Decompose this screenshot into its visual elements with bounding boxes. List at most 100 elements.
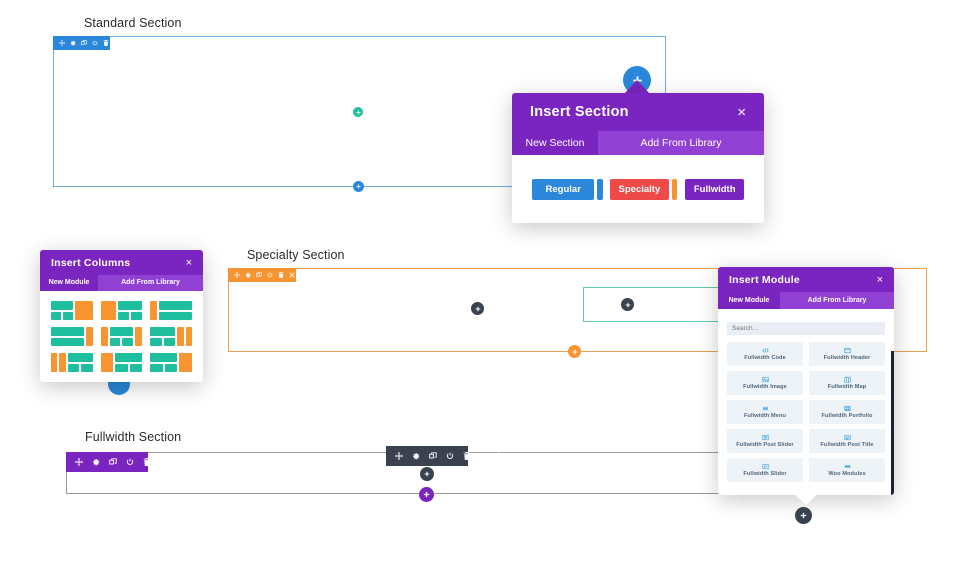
fullwidth-module-toolbar[interactable]	[386, 446, 500, 466]
column-layout-split-two-sides[interactable]	[150, 327, 192, 346]
power-icon[interactable]	[267, 272, 273, 278]
more-options-icon[interactable]	[497, 451, 500, 461]
power-icon[interactable]	[446, 452, 454, 460]
close-icon[interactable]: ×	[185, 256, 192, 269]
layout-column	[67, 353, 93, 372]
move-icon[interactable]	[75, 458, 83, 466]
module-card-fullwidth-code[interactable]: Fullwidth Code	[727, 342, 803, 366]
image-icon	[761, 376, 769, 383]
layout-block	[51, 311, 62, 320]
tab-add-from-library[interactable]: Add From Library	[640, 137, 722, 149]
layout-column	[158, 301, 192, 320]
gear-icon[interactable]	[70, 40, 76, 46]
regular-section-button[interactable]: Regular	[532, 178, 595, 200]
close-icon[interactable]: ×	[876, 273, 883, 286]
layout-block	[109, 337, 121, 346]
duplicate-icon[interactable]	[256, 272, 262, 278]
specialty-section-button[interactable]: Specialty	[610, 178, 669, 200]
module-card-fullwidth-menu[interactable]: Fullwidth Menu	[727, 400, 803, 424]
module-label: Fullwidth Header	[823, 355, 871, 361]
trash-icon[interactable]	[278, 272, 284, 278]
column-layout-one-third-two-thirds[interactable]	[100, 301, 143, 320]
add-module-button-fullwidth[interactable]	[420, 467, 434, 481]
column-layout-two-sides-split[interactable]	[51, 353, 93, 372]
layout-column	[115, 353, 143, 372]
layout-block	[118, 311, 130, 320]
module-label: Fullwidth Slider	[743, 471, 787, 477]
add-section-button-bottom[interactable]	[795, 507, 812, 524]
layout-column	[150, 327, 176, 346]
layout-block	[150, 337, 162, 346]
standard-section-toolbar[interactable]	[53, 36, 128, 50]
gear-icon[interactable]	[412, 452, 420, 460]
column-layout-wide-left-split-right[interactable]	[100, 353, 143, 372]
layout-column	[51, 353, 58, 372]
regular-accent-bar	[597, 178, 604, 200]
column-layout-split-left-wide-right[interactable]	[150, 353, 192, 372]
move-icon[interactable]	[395, 452, 403, 460]
tab-new-section[interactable]: New Section	[512, 131, 598, 155]
more-options-icon[interactable]	[300, 271, 303, 279]
module-card-fullwidth-header[interactable]: Fullwidth Header	[809, 342, 885, 366]
layout-block	[131, 311, 143, 320]
module-scrollbar[interactable]	[891, 351, 894, 495]
module-card-woo-modules[interactable]: Woo Modules	[809, 458, 885, 482]
add-section-button-specialty[interactable]	[568, 345, 581, 358]
gear-icon[interactable]	[92, 458, 100, 466]
tab-add-from-library[interactable]: Add From Library	[121, 279, 180, 286]
module-card-fullwidth-image[interactable]: Fullwidth Image	[727, 371, 803, 395]
trash-icon[interactable]	[143, 458, 151, 466]
add-row-button-specialty-left[interactable]	[471, 302, 484, 315]
more-options-icon[interactable]	[177, 457, 180, 467]
tab-add-from-library[interactable]: Add From Library	[807, 297, 867, 304]
layout-block	[67, 353, 93, 362]
fullwidth-section-button[interactable]: Fullwidth	[685, 178, 744, 200]
move-icon[interactable]	[234, 272, 240, 278]
column-layout-side-split-side[interactable]	[100, 327, 143, 346]
close-icon[interactable]	[114, 40, 120, 46]
tab-new-module[interactable]: New Module	[40, 275, 98, 291]
search-input[interactable]	[727, 322, 885, 335]
trash-icon[interactable]	[103, 40, 109, 46]
layout-block	[150, 363, 163, 372]
add-module-button-standard[interactable]	[353, 107, 363, 117]
power-icon[interactable]	[92, 40, 98, 46]
tab-new-module[interactable]: New Module	[718, 292, 780, 309]
layout-block	[164, 363, 178, 372]
module-card-fullwidth-post-title[interactable]: Fullwidth Post Title	[809, 429, 885, 453]
close-icon[interactable]	[289, 272, 295, 278]
column-layout-two-thirds-split-left[interactable]	[51, 301, 93, 320]
layout-column	[135, 327, 143, 346]
layout-block	[100, 353, 114, 372]
header-icon	[843, 347, 851, 354]
specialty-section-toolbar[interactable]	[228, 268, 303, 282]
standard-section-label: Standard Section	[84, 16, 182, 30]
trash-icon[interactable]	[463, 452, 471, 460]
duplicate-icon[interactable]	[429, 452, 437, 460]
close-icon[interactable]	[480, 452, 488, 460]
duplicate-icon[interactable]	[109, 458, 117, 466]
duplicate-icon[interactable]	[81, 40, 87, 46]
column-layout-stacked-with-side[interactable]	[51, 327, 93, 346]
layout-block	[81, 363, 93, 372]
module-card-fullwidth-portfolio[interactable]: Fullwidth Portfolio	[809, 400, 885, 424]
layout-block	[135, 327, 143, 346]
move-icon[interactable]	[59, 40, 65, 46]
column-layout-narrow-left-stacked[interactable]	[150, 301, 192, 320]
gear-icon[interactable]	[245, 272, 251, 278]
module-card-fullwidth-map[interactable]: Fullwidth Map	[809, 371, 885, 395]
module-card-fullwidth-post-slider[interactable]: Fullwidth Post Slider	[727, 429, 803, 453]
insert-columns-title: Insert Columns	[51, 256, 131, 269]
module-card-fullwidth-slider[interactable]: Fullwidth Slider	[727, 458, 803, 482]
layout-block	[115, 363, 128, 372]
fullwidth-section-toolbar[interactable]	[66, 452, 180, 472]
layout-block	[67, 363, 80, 372]
add-module-button-specialty[interactable]	[621, 298, 634, 311]
add-section-button-fullwidth[interactable]	[419, 487, 434, 502]
close-icon[interactable]: ×	[737, 103, 746, 121]
add-row-button-standard[interactable]	[353, 181, 364, 192]
more-options-icon[interactable]	[125, 39, 128, 47]
close-icon[interactable]	[160, 458, 168, 466]
power-icon[interactable]	[126, 458, 134, 466]
